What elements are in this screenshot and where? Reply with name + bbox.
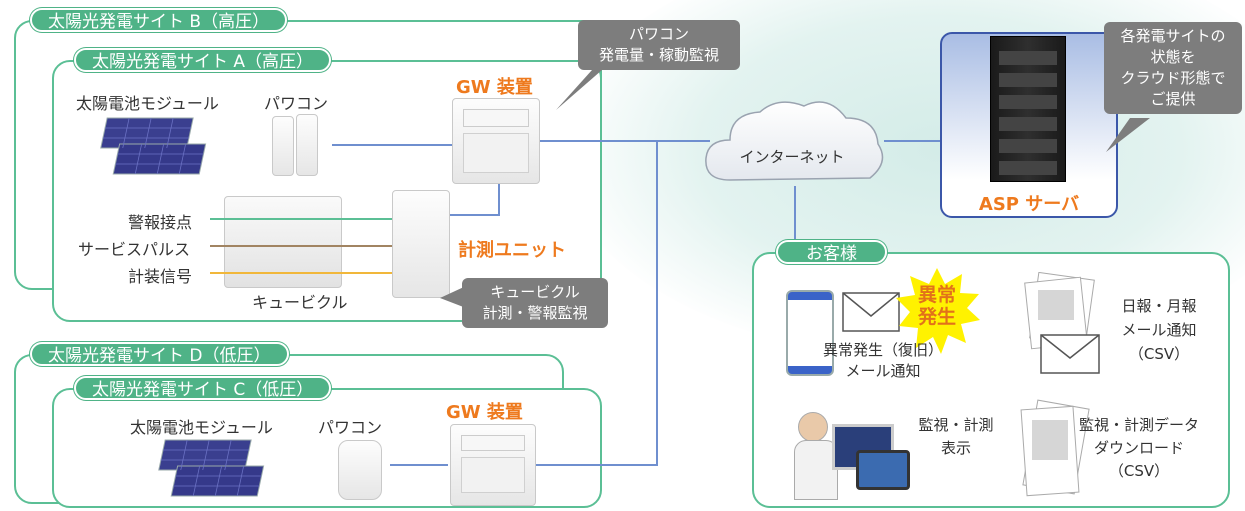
- site-c-solar-label: 太陽電池モジュール: [130, 418, 273, 437]
- abnormal-badge-line2: 発生: [917, 306, 956, 328]
- measurement-unit-icon: [392, 190, 450, 298]
- site-c-gw-to-backbone-line: [536, 464, 658, 466]
- measurement-unit-label: 計測ユニット: [458, 240, 566, 261]
- mail-notice-line1: 異常発生（復旧）: [822, 341, 943, 359]
- site-c-solar-panel-icon: [158, 439, 265, 497]
- monitor-label: 監視・計測 表示: [906, 414, 1006, 460]
- alarm-signal-line: [210, 218, 392, 220]
- monitor-line2: 表示: [940, 439, 971, 457]
- unit-gw-line-v: [498, 184, 500, 216]
- download-line2: ダウンロード: [1093, 439, 1184, 457]
- abnormal-starburst-icon: [896, 268, 980, 354]
- download-line1: 監視・計測データ: [1078, 416, 1199, 434]
- customer-tab: お客様: [776, 240, 887, 264]
- cubicle-label: キュービクル: [252, 293, 348, 312]
- instrument-signal-line: [210, 272, 392, 274]
- mail-envelope-icon: [842, 292, 900, 332]
- mail-notice-label: 異常発生（復旧） メール通知: [808, 340, 958, 382]
- alarm-contact-label: 警報接点: [128, 213, 193, 232]
- site-b-tab: 太陽光発電サイト B（高圧）: [30, 8, 288, 32]
- report-line2: メール通知: [1121, 321, 1197, 339]
- cloud-service-bubble-tail: [1106, 118, 1150, 152]
- site-c-pcs-gw-line: [390, 464, 448, 466]
- site-a-solar-panel-icon: [100, 117, 207, 175]
- pcs-monitor-line1: パワコン: [628, 25, 689, 43]
- cubicle-monitor-bubble-tail: [440, 286, 466, 308]
- site-c-pcs-label: パワコン: [318, 418, 383, 437]
- site-a-pcs-label: パワコン: [264, 94, 329, 113]
- site-c-gw-label: GW 装置: [446, 402, 523, 423]
- cloud-service-line1: 各発電サイトの: [1120, 27, 1226, 45]
- site-a-tab: 太陽光発電サイト A（高圧）: [74, 48, 332, 72]
- cubicle-monitor-line1: キュービクル: [490, 283, 580, 301]
- site-a-gw-icon: [452, 98, 540, 184]
- report-line3: （CSV）: [1128, 345, 1190, 363]
- site-c-tab: 太陽光発電サイト C（低圧）: [74, 376, 332, 400]
- pcs-monitor-bubble-tail: [556, 70, 602, 110]
- cubicle-icon: [224, 196, 342, 288]
- internet-label: インターネット: [739, 148, 845, 166]
- site-c-pcs-icon: [338, 440, 382, 500]
- pcs-monitor-line2: 発電量・稼動監視: [598, 46, 719, 64]
- site-a-pcs-icon: [272, 116, 294, 176]
- mail-notice-line2: メール通知: [845, 362, 921, 380]
- site-a-gw-to-net-line: [540, 140, 710, 142]
- pcs-gw-line: [332, 144, 452, 146]
- phone-icon: [786, 290, 834, 376]
- cubicle-monitor-line2: 計測・警報監視: [482, 304, 588, 322]
- cloud-service-line2: 状態を: [1150, 48, 1196, 66]
- site-a-solar-label: 太陽電池モジュール: [76, 94, 219, 113]
- report-line1: 日報・月報: [1121, 297, 1197, 315]
- cloud-service-bubble: 各発電サイトの 状態を クラウド形態で ご提供: [1104, 22, 1242, 114]
- internet-cloud-icon: [705, 101, 884, 181]
- abnormal-badge-line1: 異常: [917, 284, 956, 306]
- download-line3: （CSV）: [1108, 462, 1170, 480]
- download-documents-icon: [1020, 399, 1090, 497]
- report-documents-icon: [1024, 272, 1095, 350]
- monitor-line1: 監視・計測: [918, 416, 994, 434]
- cloud-service-line3: クラウド形態で: [1120, 69, 1226, 87]
- asp-server-label: ASP サーバ: [978, 194, 1080, 215]
- site-d-tab: 太陽光発電サイト D（低圧）: [30, 342, 289, 366]
- site-c-gw-icon: [450, 424, 536, 506]
- site-a-pcs-icon-2: [296, 114, 318, 176]
- report-envelope-icon: [1040, 334, 1100, 374]
- service-pulse-label: サービスパルス: [78, 240, 191, 259]
- abnormal-badge-text: 異常 発生: [906, 284, 968, 328]
- report-label: 日報・月報 メール通知 （CSV）: [1096, 294, 1222, 366]
- pulse-signal-line: [210, 245, 392, 247]
- site-a-gw-label: GW 装置: [456, 77, 533, 98]
- backbone-vertical-line: [656, 140, 658, 466]
- download-label: 監視・計測データ ダウンロード （CSV）: [1064, 414, 1214, 483]
- unit-gw-line-h: [450, 214, 500, 216]
- net-to-server-line: [884, 140, 940, 142]
- server-rack-icon: [990, 36, 1066, 182]
- instrument-signal-label: 計装信号: [128, 267, 193, 286]
- cubicle-monitor-bubble: キュービクル 計測・警報監視: [462, 278, 608, 328]
- operator-monitor-icon: [794, 404, 912, 500]
- cloud-service-line4: ご提供: [1150, 90, 1196, 108]
- net-to-customer-line: [794, 186, 796, 240]
- pcs-monitor-bubble: パワコン 発電量・稼動監視: [578, 20, 740, 70]
